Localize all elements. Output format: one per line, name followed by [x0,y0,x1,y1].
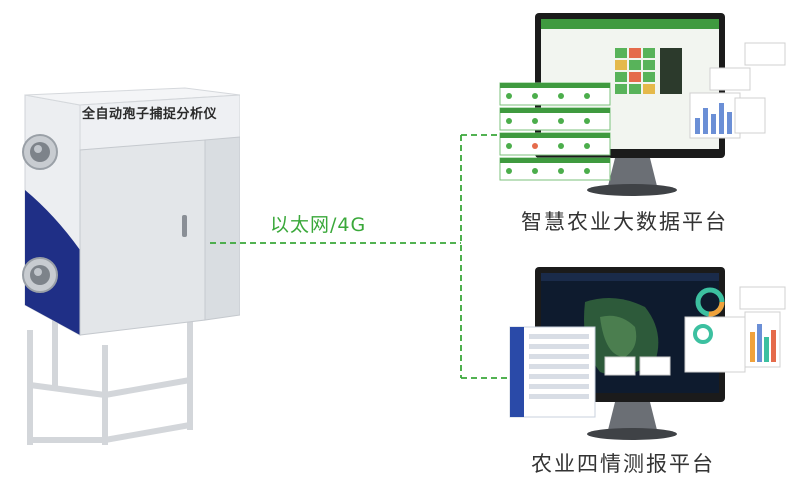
floating-panels [509,286,786,418]
monitor-agri-monitoring [509,267,786,440]
spore-analyzer-device [22,87,240,445]
platform-label-smart-agriculture: 智慧农业大数据平台 [521,210,728,234]
air-intake-top [22,134,58,170]
network-label: 以太网/4G [270,214,367,236]
monitor-smart-agriculture [499,13,786,196]
cabinet-top [24,87,240,106]
door-handle [182,215,187,237]
monitor-stand [608,402,657,430]
monitor-stand [608,158,657,186]
platform-label-agri-monitoring: 农业四情测报平台 [531,452,715,476]
cabinet-header [79,94,240,151]
air-intake-bottom [22,257,58,293]
device-title: 全自动孢子捕捉分析仪 [82,107,218,122]
floating-panels [499,42,786,181]
